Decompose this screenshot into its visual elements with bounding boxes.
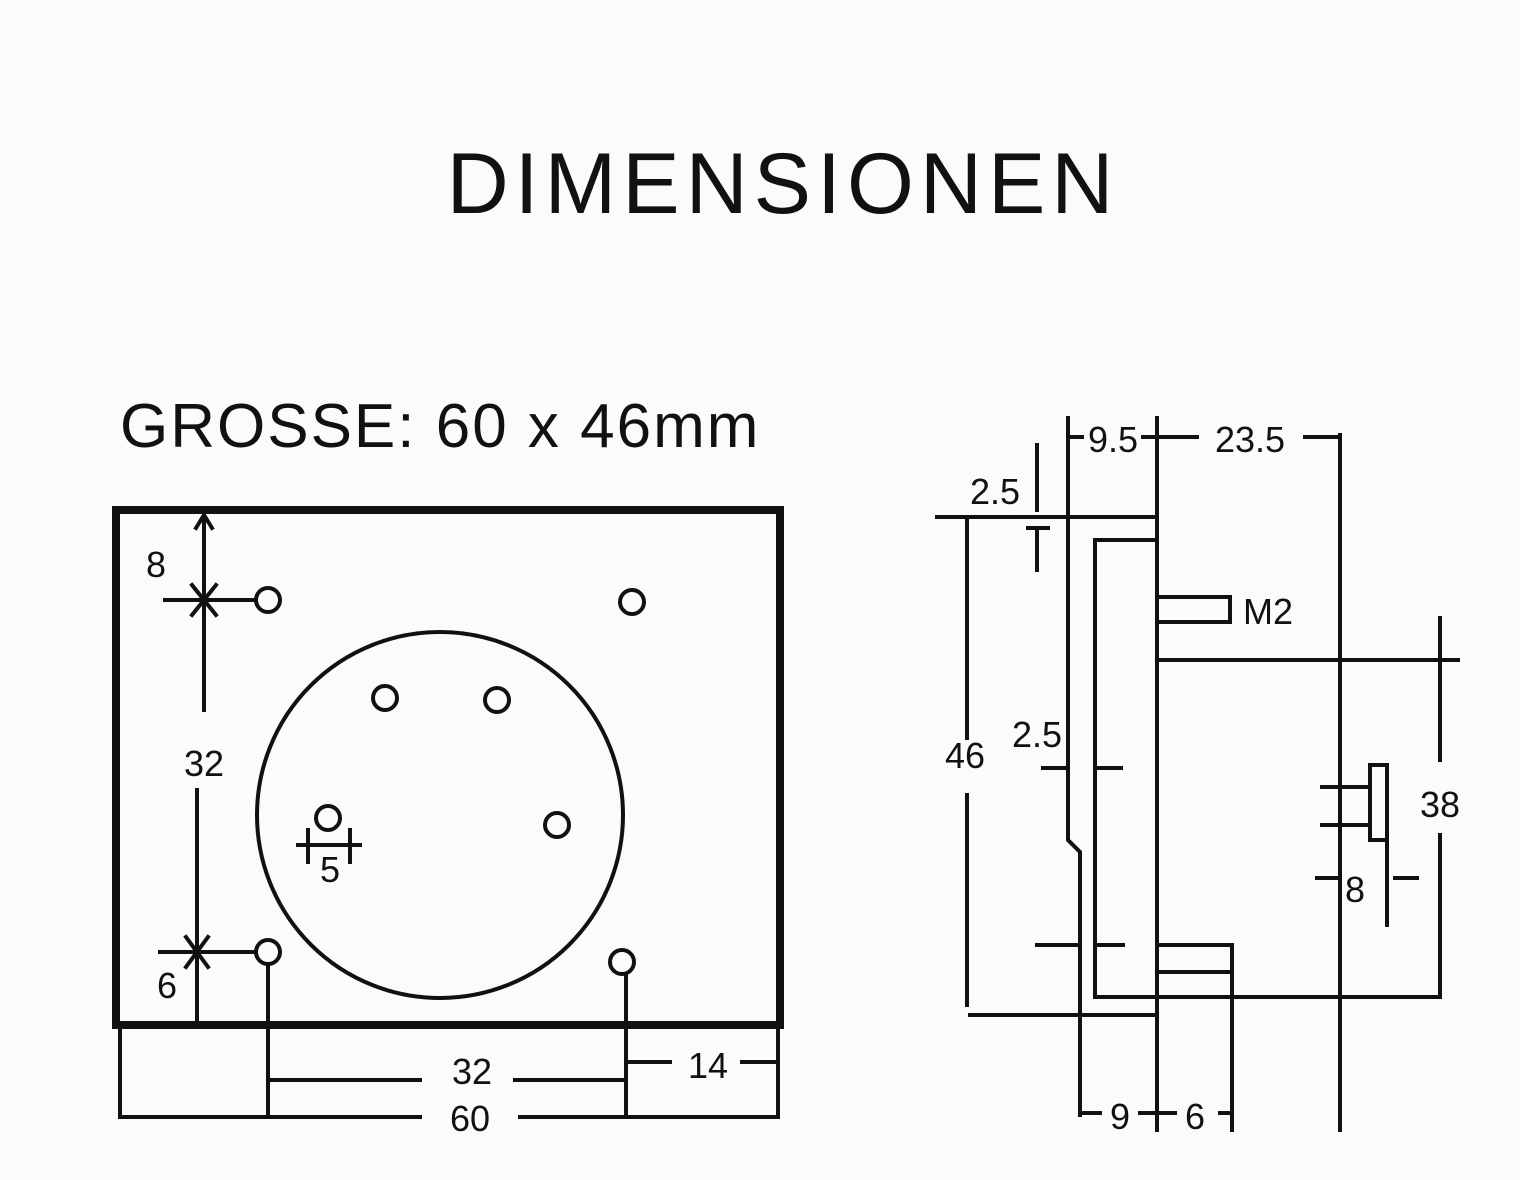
side-view: 9.5 23.5 2.5 46 2.5 M2 38 8 9 6 [935,416,1460,1137]
size-label: GROSSE: 60 x 46mm [120,392,760,461]
dim-hole-spacing-vertical: 32 [184,743,224,784]
mounting-holes [254,586,646,976]
page-title: DIMENSIONEN [447,136,1120,232]
dim-height-46: 46 [945,735,985,776]
dim-bottom-offset: 6 [157,965,177,1006]
dim-pin-8: 8 [1345,869,1365,910]
dim-total-width: 60 [450,1098,490,1139]
dim-hole-diameter: 5 [320,849,340,890]
thread-label: M2 [1243,591,1293,632]
dim-body-38: 38 [1420,784,1460,825]
dim-flange-2-5: 2.5 [970,471,1020,512]
front-view: 8 32 6 5 32 14 60 [112,506,784,1139]
dim-top-9-5: 9.5 [1088,419,1138,460]
meter-body-circle [255,630,625,1000]
dim-hole-spacing-horizontal: 32 [452,1051,492,1092]
dim-bottom-6: 6 [1185,1096,1205,1137]
dim-bottom-9: 9 [1110,1096,1130,1137]
dim-step-2-5: 2.5 [1012,714,1062,755]
dim-top-offset: 8 [146,544,166,585]
panel-outline [112,506,784,1029]
dim-top-23-5: 23.5 [1215,419,1285,460]
terminal-pin [1368,763,1389,842]
dim-right-offset: 14 [688,1045,728,1086]
thread-stud [1155,595,1232,624]
